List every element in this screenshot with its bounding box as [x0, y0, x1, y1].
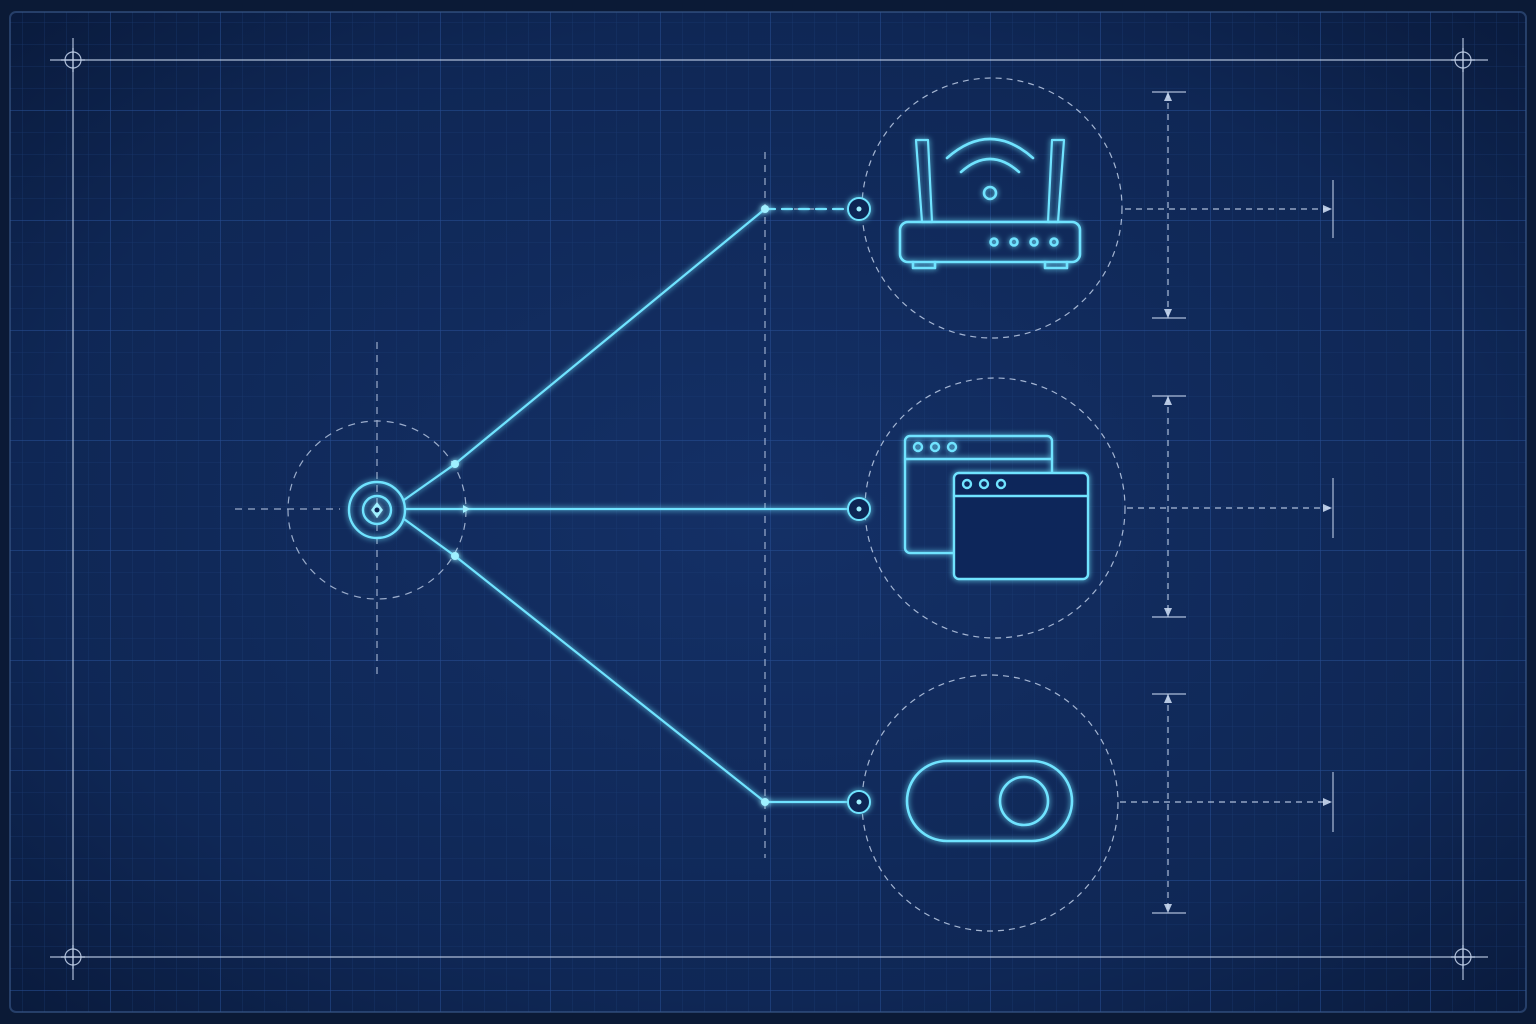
wifi-router-icon — [898, 137, 1082, 270]
port-centers — [856, 206, 862, 805]
drawing-frame — [50, 38, 1488, 980]
dimension-lines — [1120, 91, 1334, 914]
dimension-arrowheads — [1164, 92, 1332, 913]
app-windows-icon — [903, 434, 1090, 581]
corner-registration-marks — [61, 48, 1475, 969]
sheet-edge — [9, 11, 1527, 1013]
blueprint-grid — [10, 12, 1526, 1012]
target-node-icon — [347, 480, 407, 540]
connector-joints — [451, 205, 769, 806]
toggle-switch-icon — [905, 759, 1074, 843]
connector-toggle — [402, 517, 850, 804]
